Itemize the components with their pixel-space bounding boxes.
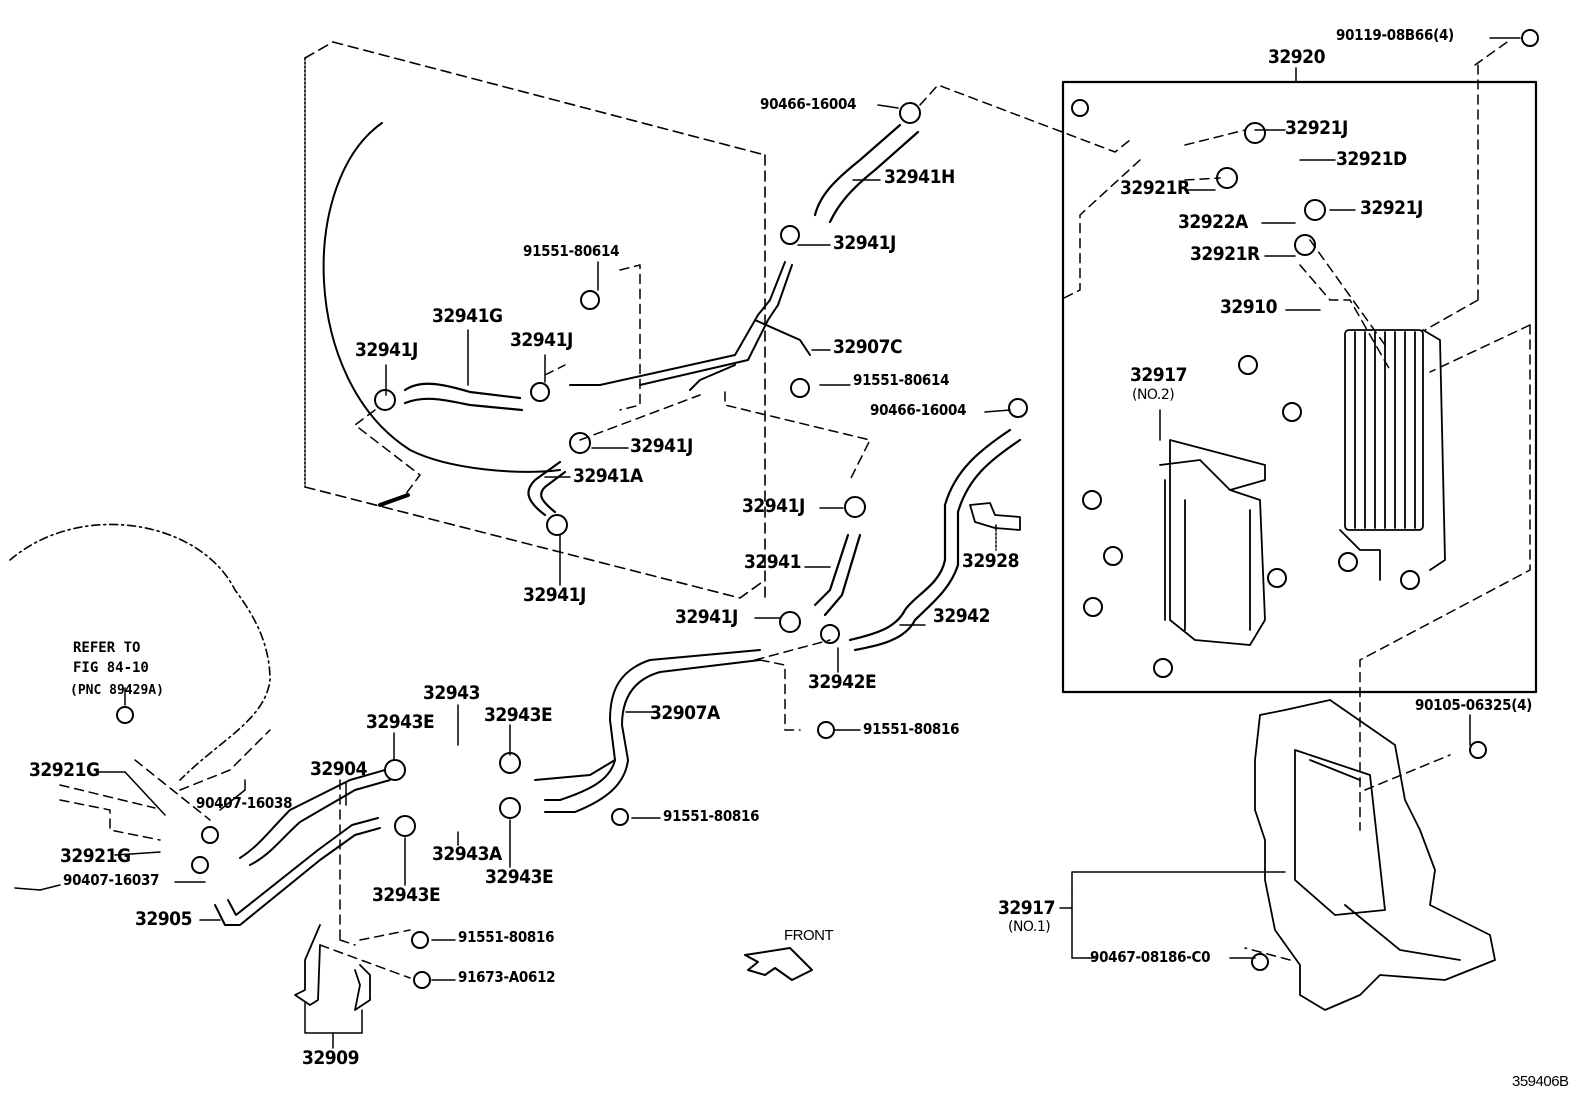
label-leaders bbox=[14, 37, 1521, 981]
part-label[interactable]: 32941H bbox=[884, 166, 955, 188]
part-label[interactable]: 32920 bbox=[1268, 46, 1325, 68]
transmission-outline bbox=[9, 523, 271, 781]
part-label[interactable]: 32917 bbox=[1130, 364, 1187, 386]
part-label[interactable]: 32943A bbox=[432, 843, 502, 865]
pipe-32907A bbox=[534, 649, 761, 813]
part-label[interactable]: 90407-16038 bbox=[196, 794, 293, 812]
front-arrow-icon bbox=[744, 947, 813, 981]
part-label[interactable]: 32921G bbox=[29, 759, 100, 781]
part-label[interactable]: 32941G bbox=[432, 305, 503, 327]
clamps bbox=[374, 102, 1326, 837]
bracket-32928 bbox=[969, 502, 1021, 551]
part-label[interactable]: 32928 bbox=[962, 550, 1019, 572]
part-label[interactable]: 32922A bbox=[1178, 211, 1248, 233]
hose-32942 bbox=[848, 428, 1022, 652]
part-label[interactable]: 32943 bbox=[423, 682, 480, 704]
part-label[interactable]: 90466-16004 bbox=[760, 95, 857, 113]
part-label[interactable]: 32941J bbox=[630, 435, 693, 457]
part-label[interactable]: 32921J bbox=[1360, 197, 1423, 219]
hose-32941 bbox=[813, 533, 862, 617]
part-label[interactable]: 91551-80816 bbox=[863, 720, 960, 738]
pipe-32904 bbox=[239, 769, 391, 866]
part-label[interactable]: 32904 bbox=[310, 758, 367, 780]
part-label[interactable]: 32943E bbox=[366, 711, 435, 733]
part-label[interactable]: 90105-06325(4) bbox=[1415, 696, 1533, 714]
part-label[interactable]: 32907C bbox=[833, 336, 903, 358]
part-label[interactable]: 32941J bbox=[510, 329, 573, 351]
part-label[interactable]: 90467-08186-C0 bbox=[1090, 948, 1211, 966]
reference-note-line1: REFER TO bbox=[73, 640, 141, 656]
part-label[interactable]: 32943E bbox=[372, 884, 441, 906]
pipe-32907C bbox=[569, 261, 811, 391]
part-label[interactable]: 91673-A0612 bbox=[458, 968, 556, 986]
part-label[interactable]: 32942 bbox=[933, 605, 990, 627]
reference-note-line2: FIG 84-10 bbox=[73, 660, 149, 676]
part-label[interactable]: 32907A bbox=[650, 702, 720, 724]
part-label[interactable]: 32921R bbox=[1120, 177, 1190, 199]
part-label[interactable]: 32943E bbox=[484, 704, 553, 726]
air-duct-32917-no1 bbox=[1254, 699, 1496, 1011]
part-label[interactable]: 32921J bbox=[1285, 117, 1348, 139]
part-label[interactable]: 32910 bbox=[1220, 296, 1277, 318]
bracket-32917-no2 bbox=[1159, 439, 1266, 646]
bolts bbox=[116, 29, 1539, 989]
part-sublabel: (NO.1) bbox=[1008, 919, 1051, 935]
part-label[interactable]: 32941J bbox=[675, 606, 738, 628]
part-label[interactable]: 32941J bbox=[523, 584, 586, 606]
part-label[interactable]: 32941 bbox=[744, 551, 801, 573]
engine-arc bbox=[322, 122, 561, 473]
part-label[interactable]: 90466-16004 bbox=[870, 401, 967, 419]
front-indicator-label: FRONT bbox=[784, 927, 834, 944]
part-label[interactable]: 32943E bbox=[485, 866, 554, 888]
part-label[interactable]: 32921R bbox=[1190, 243, 1260, 265]
part-label[interactable]: 32917 bbox=[998, 897, 1055, 919]
part-label[interactable]: 91551-80614 bbox=[523, 242, 620, 260]
assembly-box-32920 bbox=[1061, 80, 1538, 694]
part-label[interactable]: 32941J bbox=[742, 495, 805, 517]
leader-dashed bbox=[59, 39, 1531, 979]
figure-id: 359406B bbox=[1512, 1073, 1569, 1090]
part-label[interactable]: 32941J bbox=[833, 232, 896, 254]
bracket-32909 bbox=[294, 924, 371, 1049]
hose-32941A bbox=[527, 460, 567, 517]
part-label[interactable]: 32921G bbox=[60, 845, 131, 867]
part-label[interactable]: 32941J bbox=[355, 339, 418, 361]
part-label[interactable]: 90407-16037 bbox=[63, 871, 160, 889]
pipe-32905 bbox=[214, 817, 381, 926]
part-label[interactable]: 90119-08B66(4) bbox=[1336, 26, 1454, 44]
part-label[interactable]: 32909 bbox=[302, 1047, 359, 1069]
phantom-frame-upper bbox=[304, 41, 766, 601]
part-label[interactable]: 32921D bbox=[1336, 148, 1407, 170]
part-label[interactable]: 91551-80816 bbox=[458, 928, 555, 946]
hose-32941G bbox=[403, 382, 524, 412]
part-label[interactable]: 32905 bbox=[135, 908, 192, 930]
part-sublabel: (NO.2) bbox=[1132, 387, 1175, 403]
part-label[interactable]: 91551-80614 bbox=[853, 371, 950, 389]
small-pipe-fragment bbox=[378, 493, 410, 507]
reference-note-line3: (PNC 89429A) bbox=[70, 683, 164, 698]
part-label[interactable]: 32941A bbox=[573, 465, 643, 487]
part-label[interactable]: 91551-80816 bbox=[663, 807, 760, 825]
part-label[interactable]: 32942E bbox=[808, 671, 877, 693]
oil-cooler-32910 bbox=[1339, 329, 1446, 581]
hose-32941H bbox=[813, 123, 920, 224]
